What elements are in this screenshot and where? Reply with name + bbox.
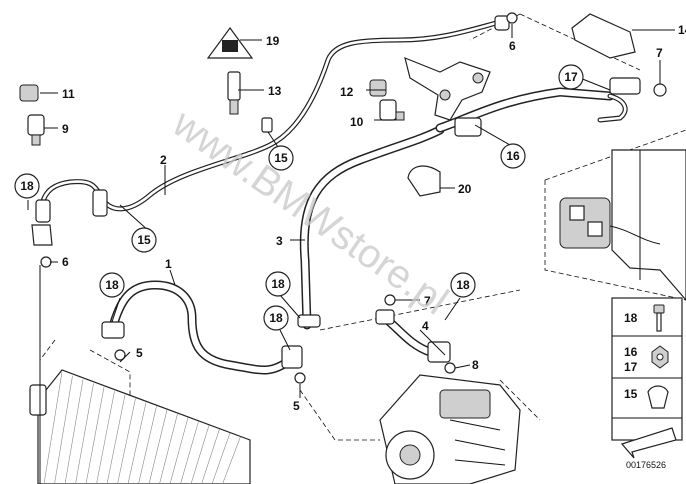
label-20: 20 bbox=[458, 182, 472, 196]
leader-lines bbox=[27, 24, 675, 398]
callout-15-left-text: 15 bbox=[137, 233, 151, 247]
label-9: 9 bbox=[62, 122, 69, 136]
callout-18-hose3-upper: 18 bbox=[265, 271, 291, 297]
label-6-left: 6 bbox=[62, 255, 69, 269]
label-19: 19 bbox=[266, 34, 280, 48]
callout-18-hose1: 18 bbox=[99, 272, 125, 298]
callout-18-hose4: 18 bbox=[450, 272, 476, 298]
label-1: 1 bbox=[165, 257, 172, 271]
condenser-fin bbox=[117, 398, 136, 484]
legend-labels: 18 16 17 15 bbox=[624, 311, 638, 401]
condenser-fin bbox=[159, 413, 178, 484]
valve-block bbox=[404, 57, 491, 121]
condenser-fin bbox=[54, 375, 73, 484]
callout-16: 16 bbox=[500, 143, 526, 169]
label-11: 11 bbox=[62, 87, 75, 101]
condenser-fin bbox=[106, 394, 126, 484]
front-arrow-icon bbox=[620, 427, 677, 459]
legend-16: 16 bbox=[624, 345, 638, 359]
condenser-fin bbox=[190, 425, 210, 484]
condenser-fin bbox=[85, 387, 105, 484]
condenser-fin bbox=[75, 383, 94, 484]
callout-15-top-text: 15 bbox=[274, 151, 288, 165]
label-2: 2 bbox=[160, 153, 167, 167]
label-5-bottom: 5 bbox=[293, 399, 300, 413]
label-3: 3 bbox=[276, 234, 283, 248]
small-parts bbox=[19, 12, 667, 384]
condenser-fin bbox=[222, 436, 241, 484]
label-7-center: 7 bbox=[424, 294, 431, 308]
condenser-fin bbox=[211, 432, 231, 484]
condenser bbox=[29, 265, 251, 484]
drawing-code: 00176526 bbox=[626, 460, 666, 470]
label-14: 14 bbox=[678, 23, 686, 37]
condenser-fin bbox=[43, 371, 63, 484]
callout-15-top: 15 bbox=[268, 145, 294, 171]
label-4: 4 bbox=[422, 319, 429, 333]
condenser-fin bbox=[201, 428, 220, 484]
callout-18-hose4-text: 18 bbox=[456, 278, 470, 292]
callout-18-topleft-text: 18 bbox=[20, 179, 34, 193]
label-5-left: 5 bbox=[136, 346, 143, 360]
condenser-fin bbox=[180, 421, 199, 484]
label-7-right: 7 bbox=[656, 46, 663, 60]
hose-1 bbox=[101, 280, 303, 375]
label-6-top: 6 bbox=[509, 39, 516, 53]
callout-17: 17 bbox=[558, 64, 584, 90]
pipe-2 bbox=[31, 15, 510, 246]
condenser-fin bbox=[138, 406, 157, 484]
callout-18-hose3-upper-text: 18 bbox=[271, 277, 285, 291]
callout-18-hose3-lower-text: 18 bbox=[269, 311, 283, 325]
callout-18-hose1-text: 18 bbox=[105, 278, 119, 292]
label-8: 8 bbox=[472, 358, 479, 372]
callout-16-text: 16 bbox=[506, 149, 520, 163]
label-12: 12 bbox=[340, 85, 354, 99]
condenser-fin bbox=[96, 390, 115, 484]
callout-18-hose3-lower: 18 bbox=[263, 305, 289, 331]
circled-labels: 15 15 16 17 18 18 18 18 bbox=[14, 64, 584, 331]
legend-17: 17 bbox=[624, 360, 638, 374]
callout-18-topleft: 18 bbox=[14, 173, 40, 199]
legend-18: 18 bbox=[624, 311, 638, 325]
label-10: 10 bbox=[350, 115, 364, 129]
callout-15-left: 15 bbox=[131, 227, 157, 253]
condenser-fin bbox=[127, 402, 147, 484]
hose-4 bbox=[375, 309, 451, 363]
condenser-fin bbox=[148, 409, 168, 484]
legend-15: 15 bbox=[624, 387, 638, 401]
compressor bbox=[379, 374, 521, 484]
condenser-fin bbox=[169, 417, 189, 484]
label-13: 13 bbox=[268, 84, 282, 98]
part-number-labels: 11 9 19 13 12 10 6 14 7 20 2 3 1 6 5 5 7… bbox=[62, 23, 686, 413]
engine-bay-view bbox=[559, 149, 686, 301]
hose-3 bbox=[297, 125, 445, 330]
fastener-legend bbox=[611, 297, 683, 459]
callout-17-text: 17 bbox=[564, 70, 578, 84]
hose-upper-right bbox=[435, 77, 641, 137]
condenser-fin bbox=[64, 379, 84, 484]
